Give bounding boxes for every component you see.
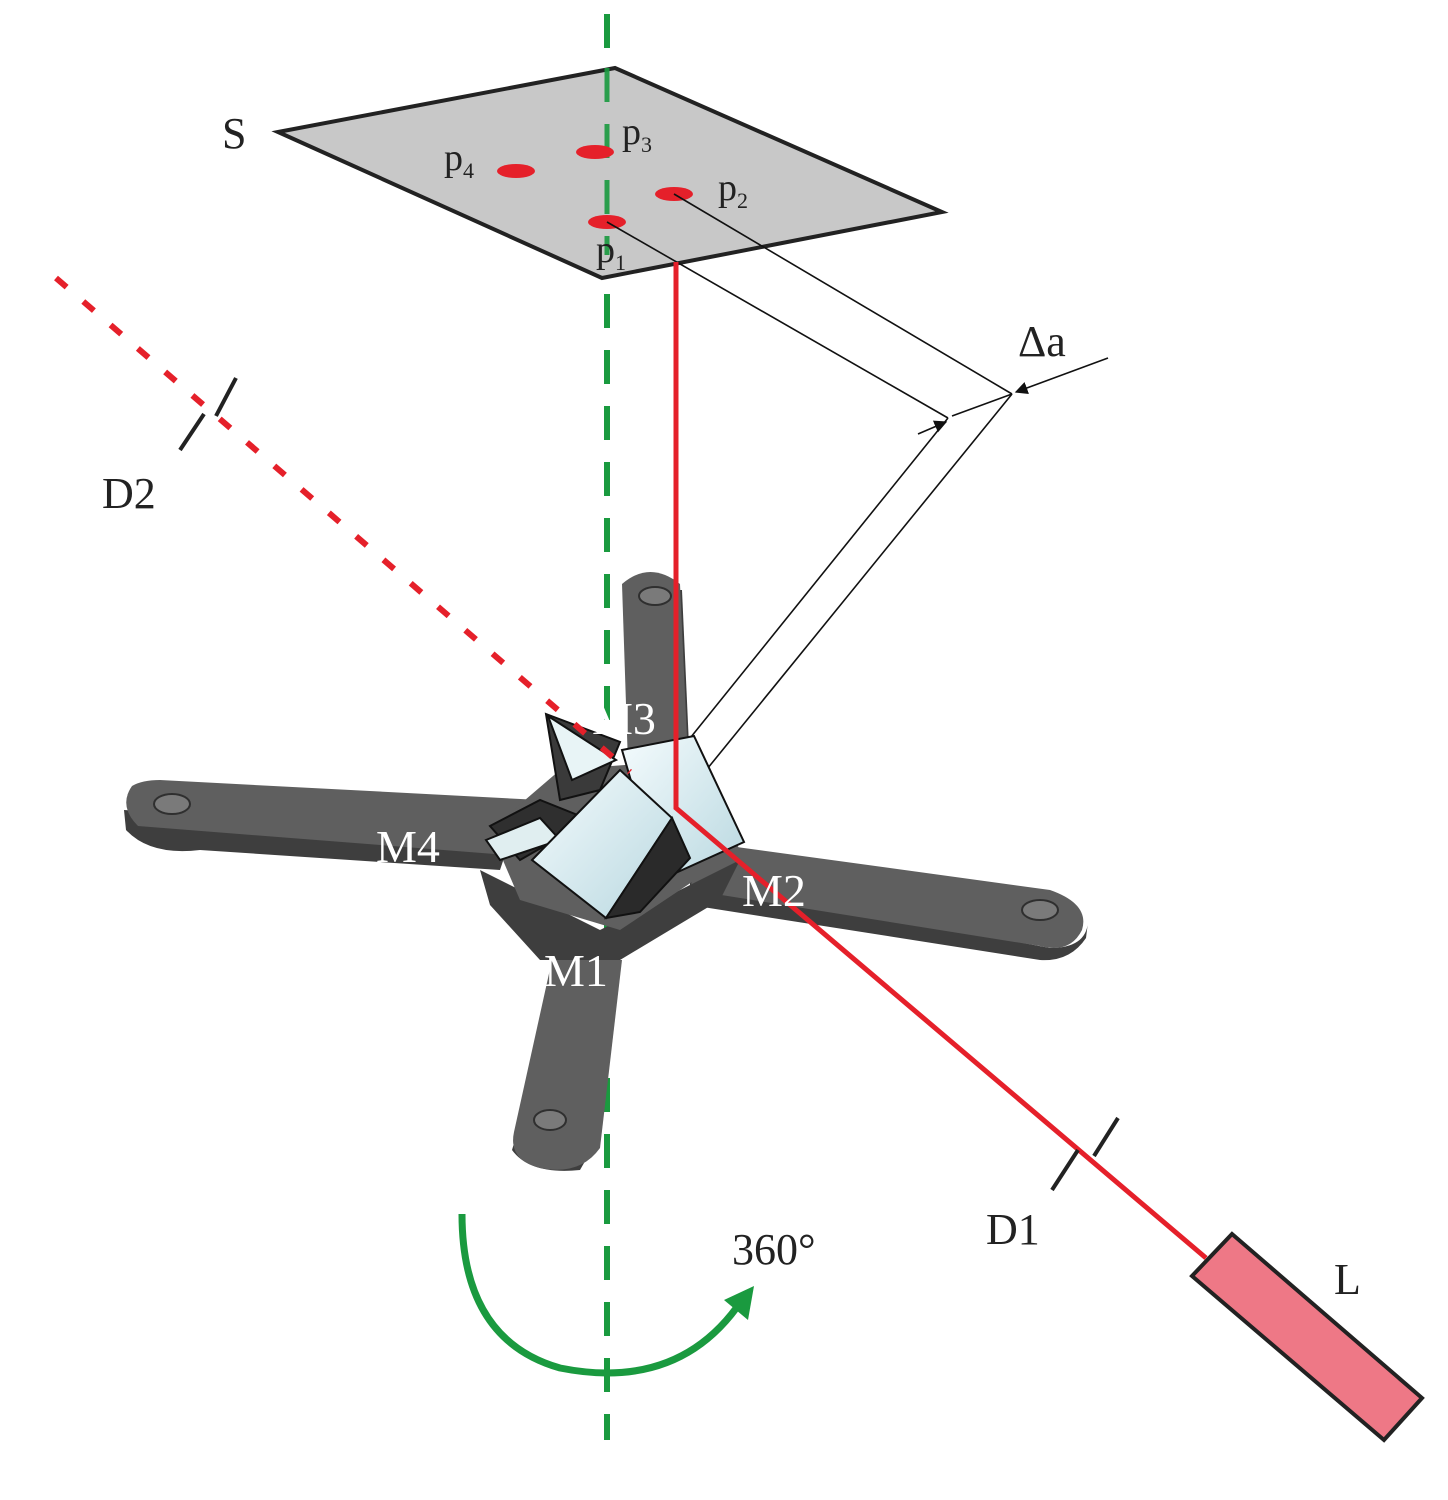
mirror-label-m4: M4 [376,821,440,872]
beam-to-d2 [54,275,632,775]
mirror-label-m3: M3 [592,693,656,744]
spot-p3 [576,145,614,159]
point-label-p2: p2 [718,167,748,213]
diaphragm-d2 [178,377,238,452]
mirror-label-m2: M2 [742,865,806,916]
spot-p4 [497,164,535,178]
rotation-arrowhead [724,1286,754,1320]
point-label-p4: p4 [444,137,474,183]
point-label-p3: p3 [622,111,652,157]
laser-label: L [1334,1255,1361,1304]
diaphragm-d1-label: D1 [986,1205,1040,1254]
mirror-label-m1: M1 [544,945,608,996]
mirror-assembly [484,712,746,920]
delta-a-label: Δa [1018,317,1066,366]
rotation-arrow [458,1213,745,1377]
laser-beam [673,262,1208,1260]
screen-label: S [222,109,246,158]
screen-plane [271,65,949,281]
mirror-m3-face [546,713,619,782]
point-label-p1: p1 [596,229,626,275]
mirror-m1-side [603,815,692,920]
diaphragm-d1 [1050,1116,1120,1192]
construction-lines [606,193,1109,836]
rotation-label: 360° [732,1225,816,1274]
diaphragm-d2-label: D2 [102,469,156,518]
laser-source [1189,1231,1425,1443]
